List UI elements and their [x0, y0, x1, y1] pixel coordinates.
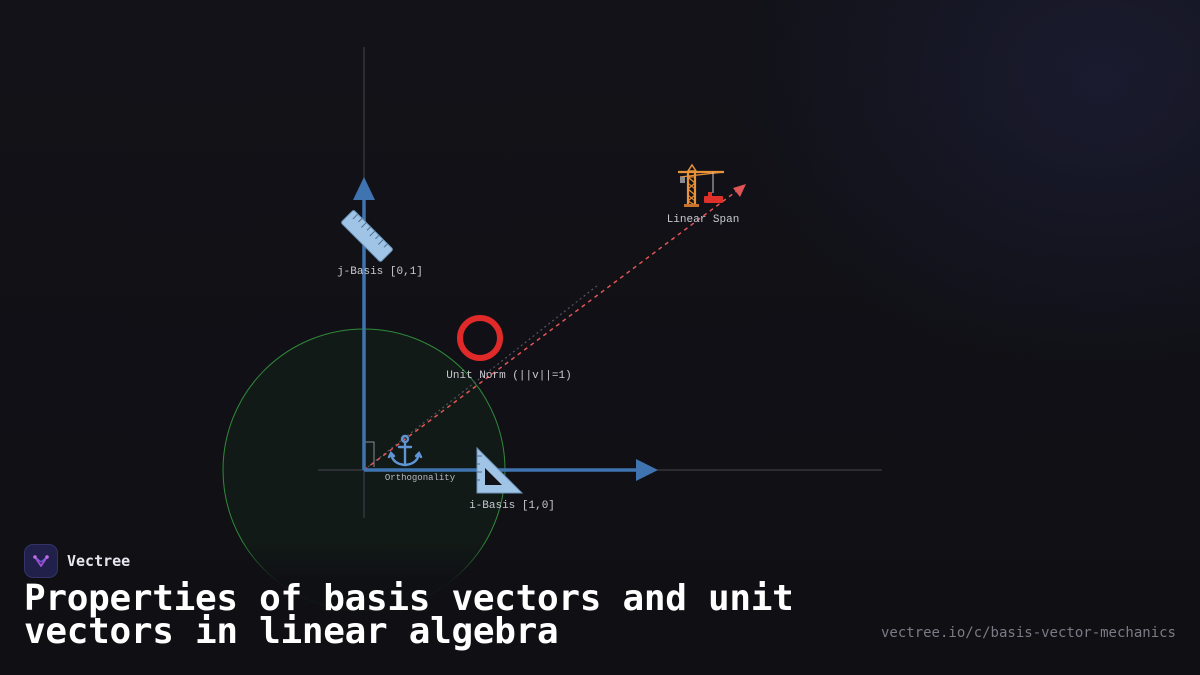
right-angle-marker	[364, 441, 375, 467]
page-url: vectree.io/c/basis-vector-mechanics	[880, 625, 1176, 641]
i-basis-arrowhead	[636, 459, 658, 481]
circle-icon	[457, 315, 503, 361]
i-basis-label: i-Basis [1,0]	[469, 500, 555, 512]
linear-span-label: Linear Span	[667, 214, 740, 226]
brand-name: Vectree	[67, 552, 131, 570]
footer-shade	[0, 540, 1200, 675]
orthogonality-label: Orthogonality	[385, 473, 456, 483]
anchor-icon	[387, 434, 423, 467]
logo-icon	[33, 555, 49, 567]
j-basis-arrowhead	[353, 177, 375, 200]
triangular-ruler-icon	[476, 446, 524, 494]
page-title: Properties of basis vectors and unit vec…	[24, 578, 794, 652]
j-basis-label: j-Basis [0,1]	[337, 266, 423, 278]
span-vector-arrowhead	[733, 184, 746, 197]
span-vector	[363, 189, 739, 471]
unit-norm-label: Unit Norm (||v||=1)	[446, 370, 571, 382]
ruler-icon	[341, 210, 393, 262]
brand: Vectree	[24, 544, 130, 578]
crane-icon	[678, 163, 725, 207]
vectree-logo	[24, 544, 58, 578]
